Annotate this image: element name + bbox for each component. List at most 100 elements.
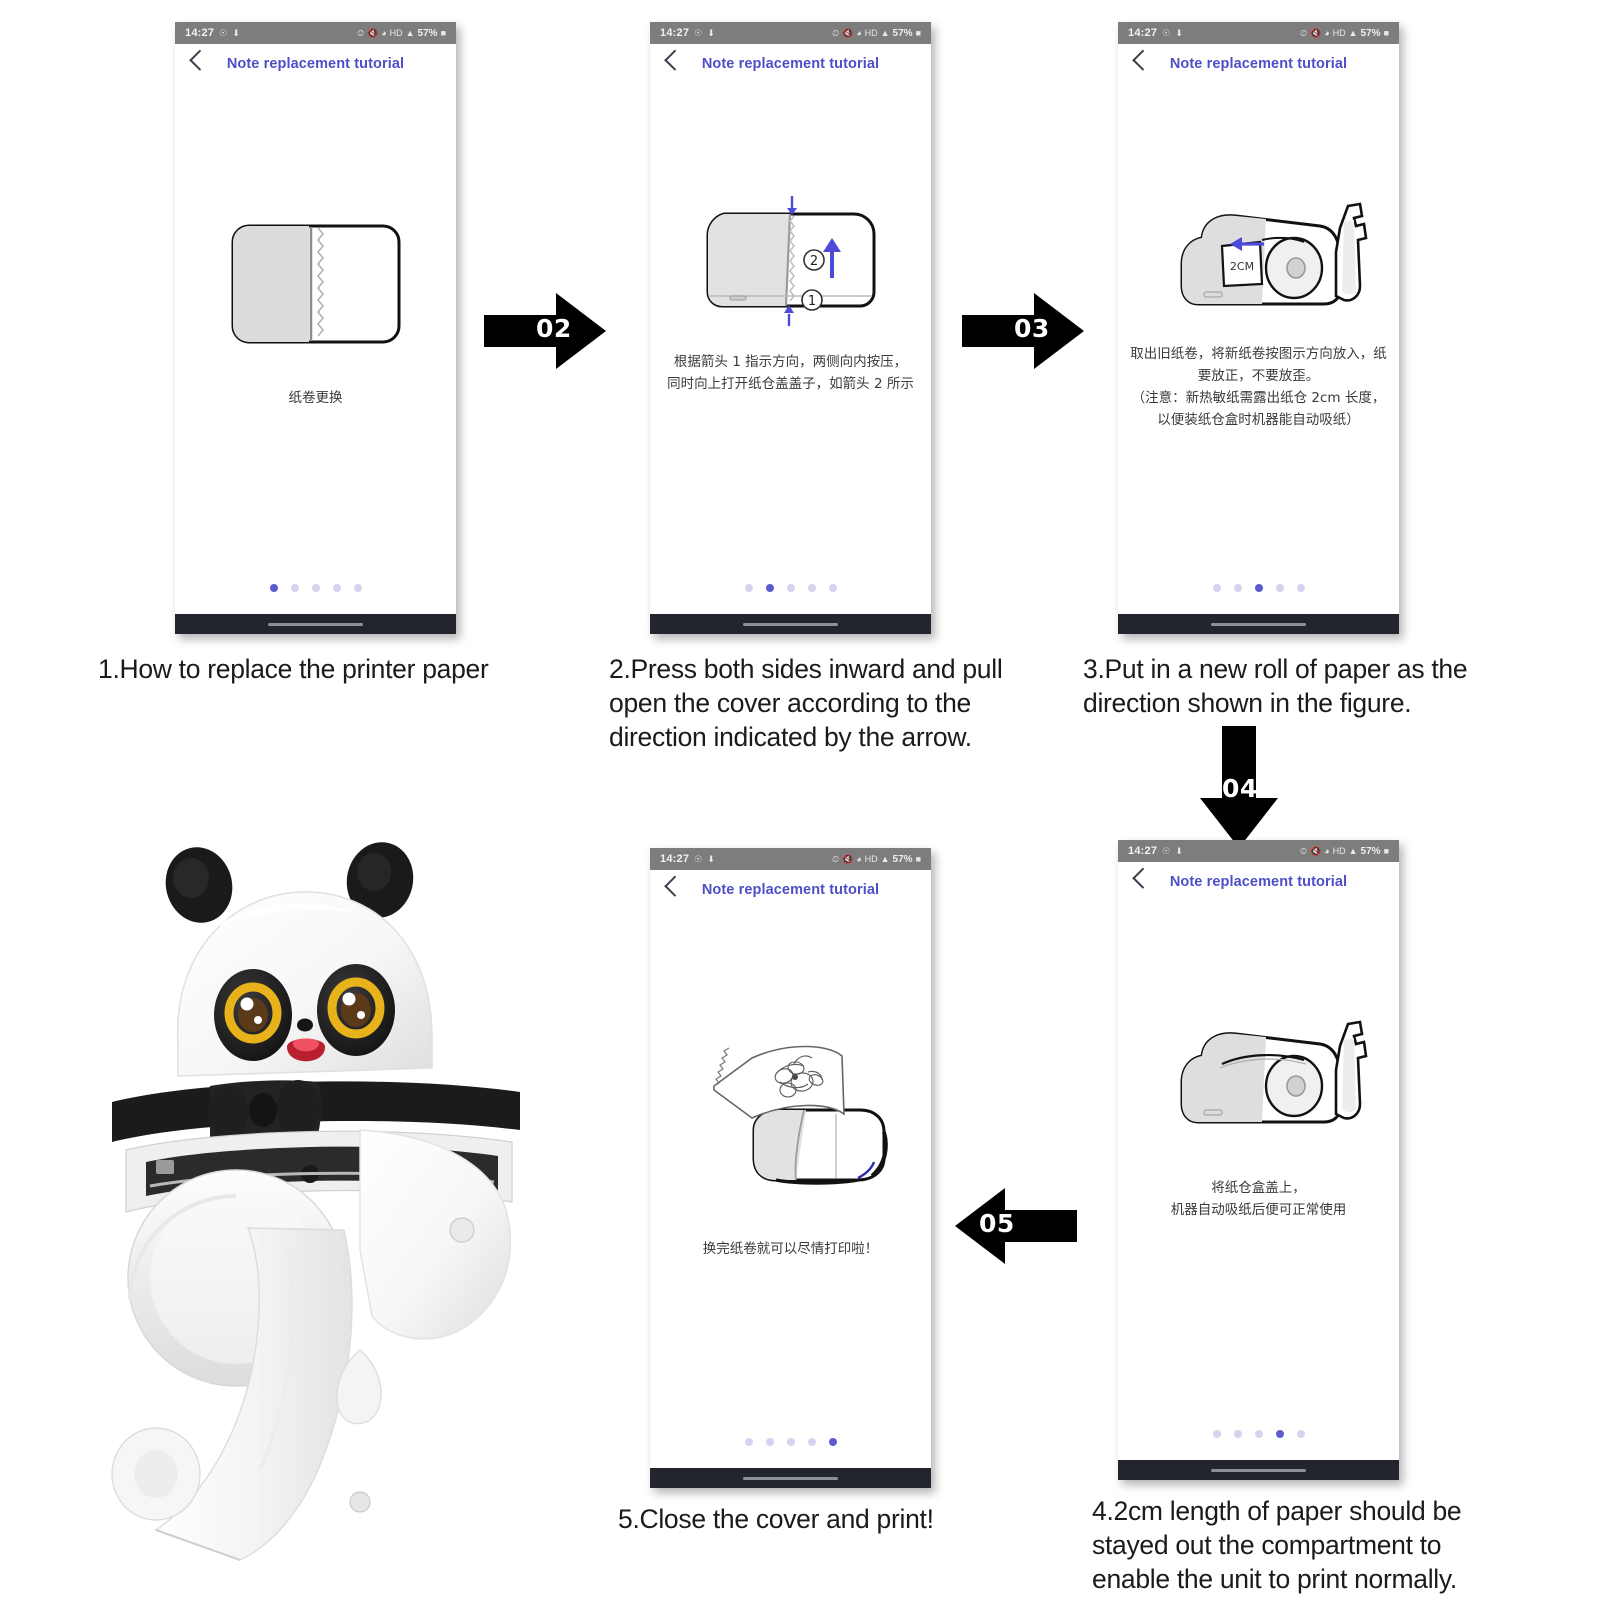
page-title: Note replacement tutorial bbox=[701, 56, 880, 72]
vpn-icon: ☉ bbox=[1162, 27, 1171, 38]
hd-icon: HD bbox=[389, 27, 403, 38]
battery-icon: ■ bbox=[440, 27, 446, 38]
nav-pill[interactable] bbox=[267, 622, 364, 626]
dot-5[interactable] bbox=[353, 584, 362, 592]
status-time: 14:27 bbox=[660, 27, 690, 39]
status-time: 14:27 bbox=[1128, 27, 1158, 39]
dot-4[interactable] bbox=[1275, 584, 1284, 592]
figure-4-wrap: 将纸仓盒盖上， 机器自动吸纸后便可正常使用 bbox=[1118, 1010, 1399, 1222]
status-time: 14:27 bbox=[185, 27, 215, 39]
download-icon: ⬇ bbox=[1175, 845, 1183, 856]
page-dots-5 bbox=[650, 1438, 931, 1446]
figure-5-caption-cn: 换完纸卷就可以尽情打印啦！ bbox=[702, 1241, 879, 1257]
dot-1[interactable] bbox=[1212, 584, 1221, 592]
screen-body-1: 纸卷更换 bbox=[175, 84, 456, 614]
page-title: Note replacement tutorial bbox=[1169, 874, 1348, 890]
signal-icon: ▲ bbox=[1348, 845, 1358, 856]
screen-body-4: 将纸仓盒盖上， 机器自动吸纸后便可正常使用 bbox=[1118, 902, 1399, 1460]
dot-4[interactable] bbox=[1275, 1430, 1284, 1438]
nav-pill[interactable] bbox=[1210, 1468, 1307, 1472]
status-bar: 14:27 ☉ ⬇ ⏲ 🔇 ◕ HD ▲ 57% ■ bbox=[1118, 22, 1399, 44]
battery-percent: 57% bbox=[892, 27, 913, 39]
mute-icon: 🔇 bbox=[366, 27, 379, 38]
battery-percent: 57% bbox=[1360, 27, 1381, 39]
download-icon: ⬇ bbox=[1175, 27, 1183, 38]
signal-icon: ▲ bbox=[405, 27, 415, 38]
battery-percent: 57% bbox=[1360, 845, 1381, 857]
page-title: Note replacement tutorial bbox=[1169, 56, 1348, 72]
nav-pill[interactable] bbox=[742, 1476, 839, 1480]
dot-2[interactable] bbox=[1233, 1430, 1242, 1438]
status-right: ⏲ 🔇 ◕ HD ▲ 57% ■ bbox=[357, 28, 446, 39]
phone-screen-2: 14:27 ☉ ⬇ ⏲ 🔇 ◕ HD ▲ 57% ■ Note replacem… bbox=[650, 22, 931, 634]
paper-roll-change-diagram bbox=[231, 224, 400, 344]
step-arrow-02-label: 02 bbox=[536, 314, 572, 343]
page-dots-1 bbox=[175, 584, 456, 592]
caption-step-3: 3.Put in a new roll of paper as the dire… bbox=[1083, 654, 1468, 718]
panda-ear-left bbox=[165, 847, 233, 923]
step-arrow-03-label: 03 bbox=[1014, 314, 1050, 343]
page-dots-3 bbox=[1118, 584, 1399, 592]
status-right: ⏲ 🔇 ◕ HD ▲ 57% ■ bbox=[1300, 28, 1389, 39]
battery-icon: ■ bbox=[915, 27, 921, 38]
status-bar: 14:27 ☉ ⬇ ⏲ 🔇 ◕ HD ▲ 57% ■ bbox=[1118, 840, 1399, 862]
dot-5[interactable] bbox=[1296, 1430, 1305, 1438]
alarm-icon: ⏲ bbox=[831, 27, 839, 38]
nav-bar-4 bbox=[1118, 1460, 1399, 1480]
dot-5[interactable] bbox=[828, 1438, 837, 1446]
nav-bar-1 bbox=[175, 614, 456, 634]
status-left: 14:27 ☉ ⬇ bbox=[660, 853, 715, 865]
printed-result-diagram bbox=[712, 1045, 888, 1185]
battery-percent: 57% bbox=[417, 27, 438, 39]
nav-bar-3 bbox=[1118, 614, 1399, 634]
step-arrow-04-label: 04 bbox=[1222, 774, 1258, 803]
status-left: 14:27 ☉ ⬇ bbox=[1128, 845, 1183, 857]
dot-1[interactable] bbox=[1212, 1430, 1221, 1438]
status-right: ⏲ 🔇 ◕ HD ▲ 57% ■ bbox=[832, 28, 921, 39]
dot-2[interactable] bbox=[765, 1438, 774, 1446]
download-icon: ⬇ bbox=[232, 27, 240, 38]
figure-3-caption-cn-line-3: （注意：新热敏纸需露出纸仓 2cm 长度， bbox=[1131, 389, 1386, 406]
dot-3[interactable] bbox=[786, 584, 795, 592]
signal-icon: ▲ bbox=[1348, 27, 1358, 38]
alarm-icon: ⏲ bbox=[356, 27, 364, 38]
vpn-icon: ☉ bbox=[694, 853, 703, 864]
dot-2[interactable] bbox=[765, 584, 774, 592]
status-right: ⏲ 🔇 ◕ HD ▲ 57% ■ bbox=[1300, 846, 1389, 857]
nav-pill[interactable] bbox=[742, 622, 839, 626]
mute-icon: 🔇 bbox=[1309, 27, 1322, 38]
dot-2[interactable] bbox=[290, 584, 299, 592]
figure-5-wrap: 换完纸卷就可以尽情打印啦！ bbox=[650, 1018, 931, 1261]
dot-5[interactable] bbox=[1296, 584, 1305, 592]
dot-3[interactable] bbox=[786, 1438, 795, 1446]
wifi-icon: ◕ bbox=[381, 27, 387, 38]
dot-3[interactable] bbox=[1254, 584, 1263, 592]
panda-thermal-printer-photo bbox=[60, 830, 540, 1570]
dot-5[interactable] bbox=[828, 584, 837, 592]
step-arrow-03: 03 bbox=[962, 293, 1084, 369]
phone-screen-5: 14:27 ☉ ⬇ ⏲ 🔇 ◕ HD ▲ 57% ■ Note replacem… bbox=[650, 848, 931, 1488]
page-title: Note replacement tutorial bbox=[226, 56, 405, 72]
figure-2-wrap: 2 1 根据箭头 1 指示方向，两侧向内按压， 同时向上打开纸仓盖盖子，如箭头 … bbox=[650, 196, 931, 396]
status-left: 14:27 ☉ ⬇ bbox=[1128, 27, 1183, 39]
status-time: 14:27 bbox=[1128, 845, 1158, 857]
dot-3[interactable] bbox=[311, 584, 320, 592]
dot-4[interactable] bbox=[807, 584, 816, 592]
caption-step-5: 5.Close the cover and print! bbox=[618, 1504, 934, 1534]
dot-3[interactable] bbox=[1254, 1430, 1263, 1438]
vpn-icon: ☉ bbox=[1162, 845, 1171, 856]
signal-icon: ▲ bbox=[880, 27, 890, 38]
figure-4-caption-cn-line-2: 机器自动吸纸后便可正常使用 bbox=[1170, 1201, 1347, 1218]
vpn-icon: ☉ bbox=[694, 27, 703, 38]
dot-1[interactable] bbox=[744, 584, 753, 592]
nav-pill[interactable] bbox=[1210, 622, 1307, 626]
dot-2[interactable] bbox=[1233, 584, 1242, 592]
vpn-icon: ☉ bbox=[219, 27, 228, 38]
dot-4[interactable] bbox=[332, 584, 341, 592]
hd-icon: HD bbox=[864, 27, 878, 38]
dot-1[interactable] bbox=[744, 1438, 753, 1446]
printer-body bbox=[359, 1129, 512, 1340]
dot-1[interactable] bbox=[269, 584, 278, 592]
dot-4[interactable] bbox=[807, 1438, 816, 1446]
wifi-icon: ◕ bbox=[856, 853, 862, 864]
